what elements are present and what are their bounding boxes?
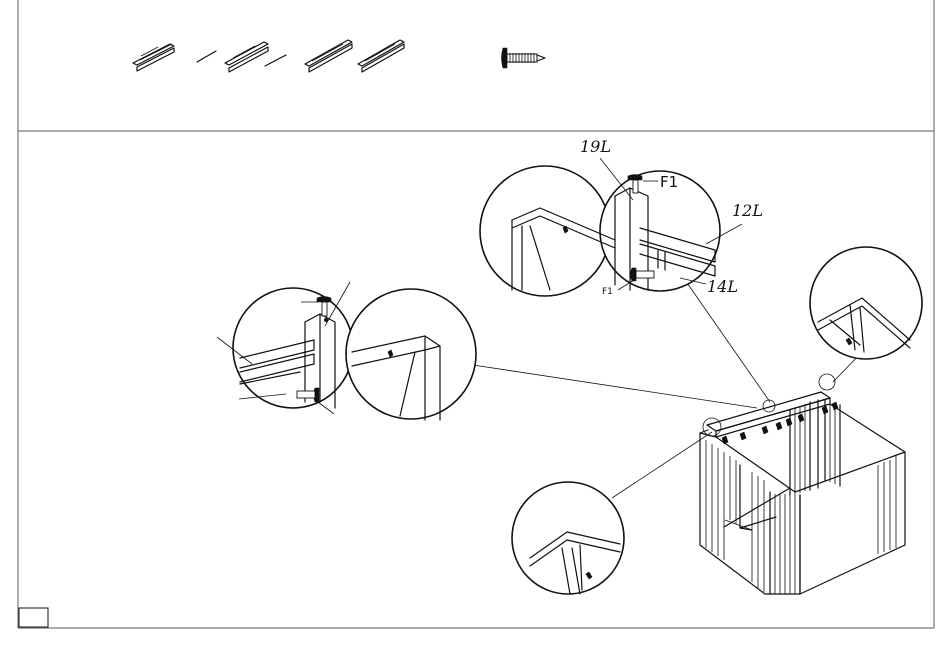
- label-12l: 12L: [732, 201, 763, 220]
- shed-frame: [700, 374, 905, 594]
- detail-left-pair: [217, 282, 476, 420]
- page-frame: [18, 0, 934, 628]
- roof-screws: [722, 402, 838, 444]
- part-rail-12l-icon: [197, 42, 286, 72]
- callout-circle-back: [819, 374, 835, 390]
- parts-strip: [133, 40, 545, 72]
- label-f1-top: F1: [660, 173, 678, 191]
- label-f1-side: F1: [602, 287, 613, 297]
- callout-leaders: [473, 280, 862, 498]
- detail-right-upper: [810, 247, 922, 359]
- part-rail-14l-icon: [305, 40, 352, 72]
- part-rail-icon: [358, 40, 404, 72]
- step-number-box: [19, 608, 48, 627]
- detail-lower-left: [512, 482, 624, 594]
- label-14l: 14L: [707, 277, 738, 296]
- callout-circle-front: [703, 418, 721, 436]
- screw-f1-icon: [502, 48, 546, 68]
- label-19l: 19L: [580, 137, 611, 156]
- part-rail-19l-icon: [133, 44, 174, 71]
- detail-top-pair: [480, 158, 742, 296]
